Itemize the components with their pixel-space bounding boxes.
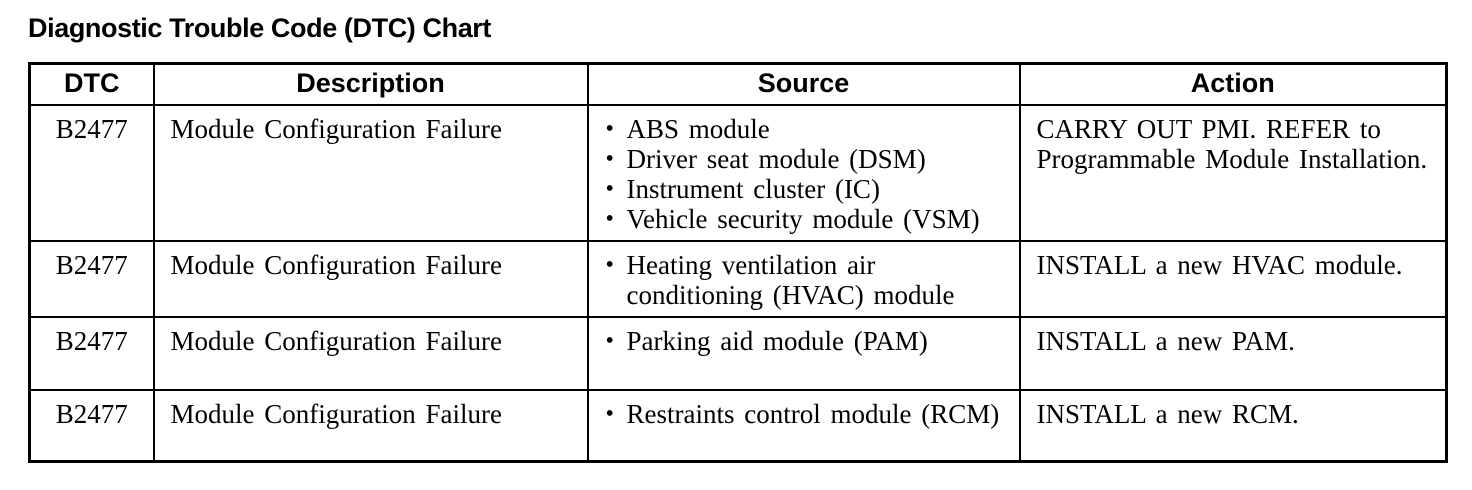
source-item-text: Instrument cluster (IC) bbox=[626, 173, 880, 204]
cell-action: INSTALL a new PAM. bbox=[1018, 315, 1448, 391]
source-item-text: Driver seat module (DSM) bbox=[626, 143, 926, 174]
table-row: B2477 Module Configuration Failure • ABS… bbox=[28, 103, 1448, 242]
bullet-icon: • bbox=[605, 400, 614, 427]
list-item: • Parking aid module (PAM) bbox=[606, 326, 1009, 356]
cell-source: • ABS module • Driver seat module (DSM) … bbox=[586, 103, 1021, 242]
cell-dtc: B2477 bbox=[28, 239, 155, 318]
dtc-chart-table: DTC Description Source Action B2477 Modu… bbox=[28, 62, 1448, 463]
cell-action: INSTALL a new HVAC module. bbox=[1018, 239, 1448, 318]
table-row: B2477 Module Configuration Failure • Res… bbox=[28, 388, 1448, 463]
bullet-icon: • bbox=[605, 327, 614, 354]
source-item-text: Heating ventilation air conditioning (HV… bbox=[626, 249, 955, 310]
source-list: • Parking aid module (PAM) bbox=[606, 326, 1009, 356]
list-item: • Restraints control module (RCM) bbox=[606, 399, 1009, 429]
column-header-description: Description bbox=[152, 62, 589, 106]
cell-dtc: B2477 bbox=[28, 103, 155, 242]
list-item: • Vehicle security module (VSM) bbox=[606, 204, 1009, 234]
page-title: Diagnostic Trouble Code (DTC) Chart bbox=[28, 13, 492, 43]
bullet-icon: • bbox=[605, 115, 614, 142]
list-item: • Instrument cluster (IC) bbox=[606, 174, 1009, 204]
source-item-text: Parking aid module (PAM) bbox=[626, 325, 928, 356]
source-item-text: ABS module bbox=[626, 113, 770, 144]
column-header-source: Source bbox=[586, 62, 1021, 106]
source-item-text: Restraints control module (RCM) bbox=[626, 398, 1000, 429]
bullet-icon: • bbox=[605, 175, 614, 202]
source-list: • ABS module • Driver seat module (DSM) … bbox=[606, 114, 1009, 234]
list-item: • Heating ventilation air conditioning (… bbox=[606, 250, 1009, 310]
cell-description: Module Configuration Failure bbox=[152, 103, 589, 242]
table-row: B2477 Module Configuration Failure • Hea… bbox=[28, 239, 1448, 318]
cell-action: CARRY OUT PMI. REFER to Programmable Mod… bbox=[1018, 103, 1448, 242]
column-header-action: Action bbox=[1018, 62, 1448, 106]
cell-description: Module Configuration Failure bbox=[152, 388, 589, 463]
bullet-icon: • bbox=[605, 251, 614, 278]
cell-description: Module Configuration Failure bbox=[152, 315, 589, 391]
bullet-icon: • bbox=[605, 205, 614, 232]
source-item-text: Vehicle security module (VSM) bbox=[626, 203, 980, 234]
source-list: • Restraints control module (RCM) bbox=[606, 399, 1009, 429]
cell-description: Module Configuration Failure bbox=[152, 239, 589, 318]
table-header-row: DTC Description Source Action bbox=[28, 62, 1448, 106]
cell-dtc: B2477 bbox=[28, 388, 155, 463]
list-item: • Driver seat module (DSM) bbox=[606, 144, 1009, 174]
column-header-dtc: DTC bbox=[28, 62, 155, 106]
cell-source: • Parking aid module (PAM) bbox=[586, 315, 1021, 391]
bullet-icon: • bbox=[605, 145, 614, 172]
list-item: • ABS module bbox=[606, 114, 1009, 144]
cell-dtc: B2477 bbox=[28, 315, 155, 391]
cell-source: • Restraints control module (RCM) bbox=[586, 388, 1021, 463]
cell-source: • Heating ventilation air conditioning (… bbox=[586, 239, 1021, 318]
table-row: B2477 Module Configuration Failure • Par… bbox=[28, 315, 1448, 391]
cell-action: INSTALL a new RCM. bbox=[1018, 388, 1448, 463]
source-list: • Heating ventilation air conditioning (… bbox=[606, 250, 1009, 310]
